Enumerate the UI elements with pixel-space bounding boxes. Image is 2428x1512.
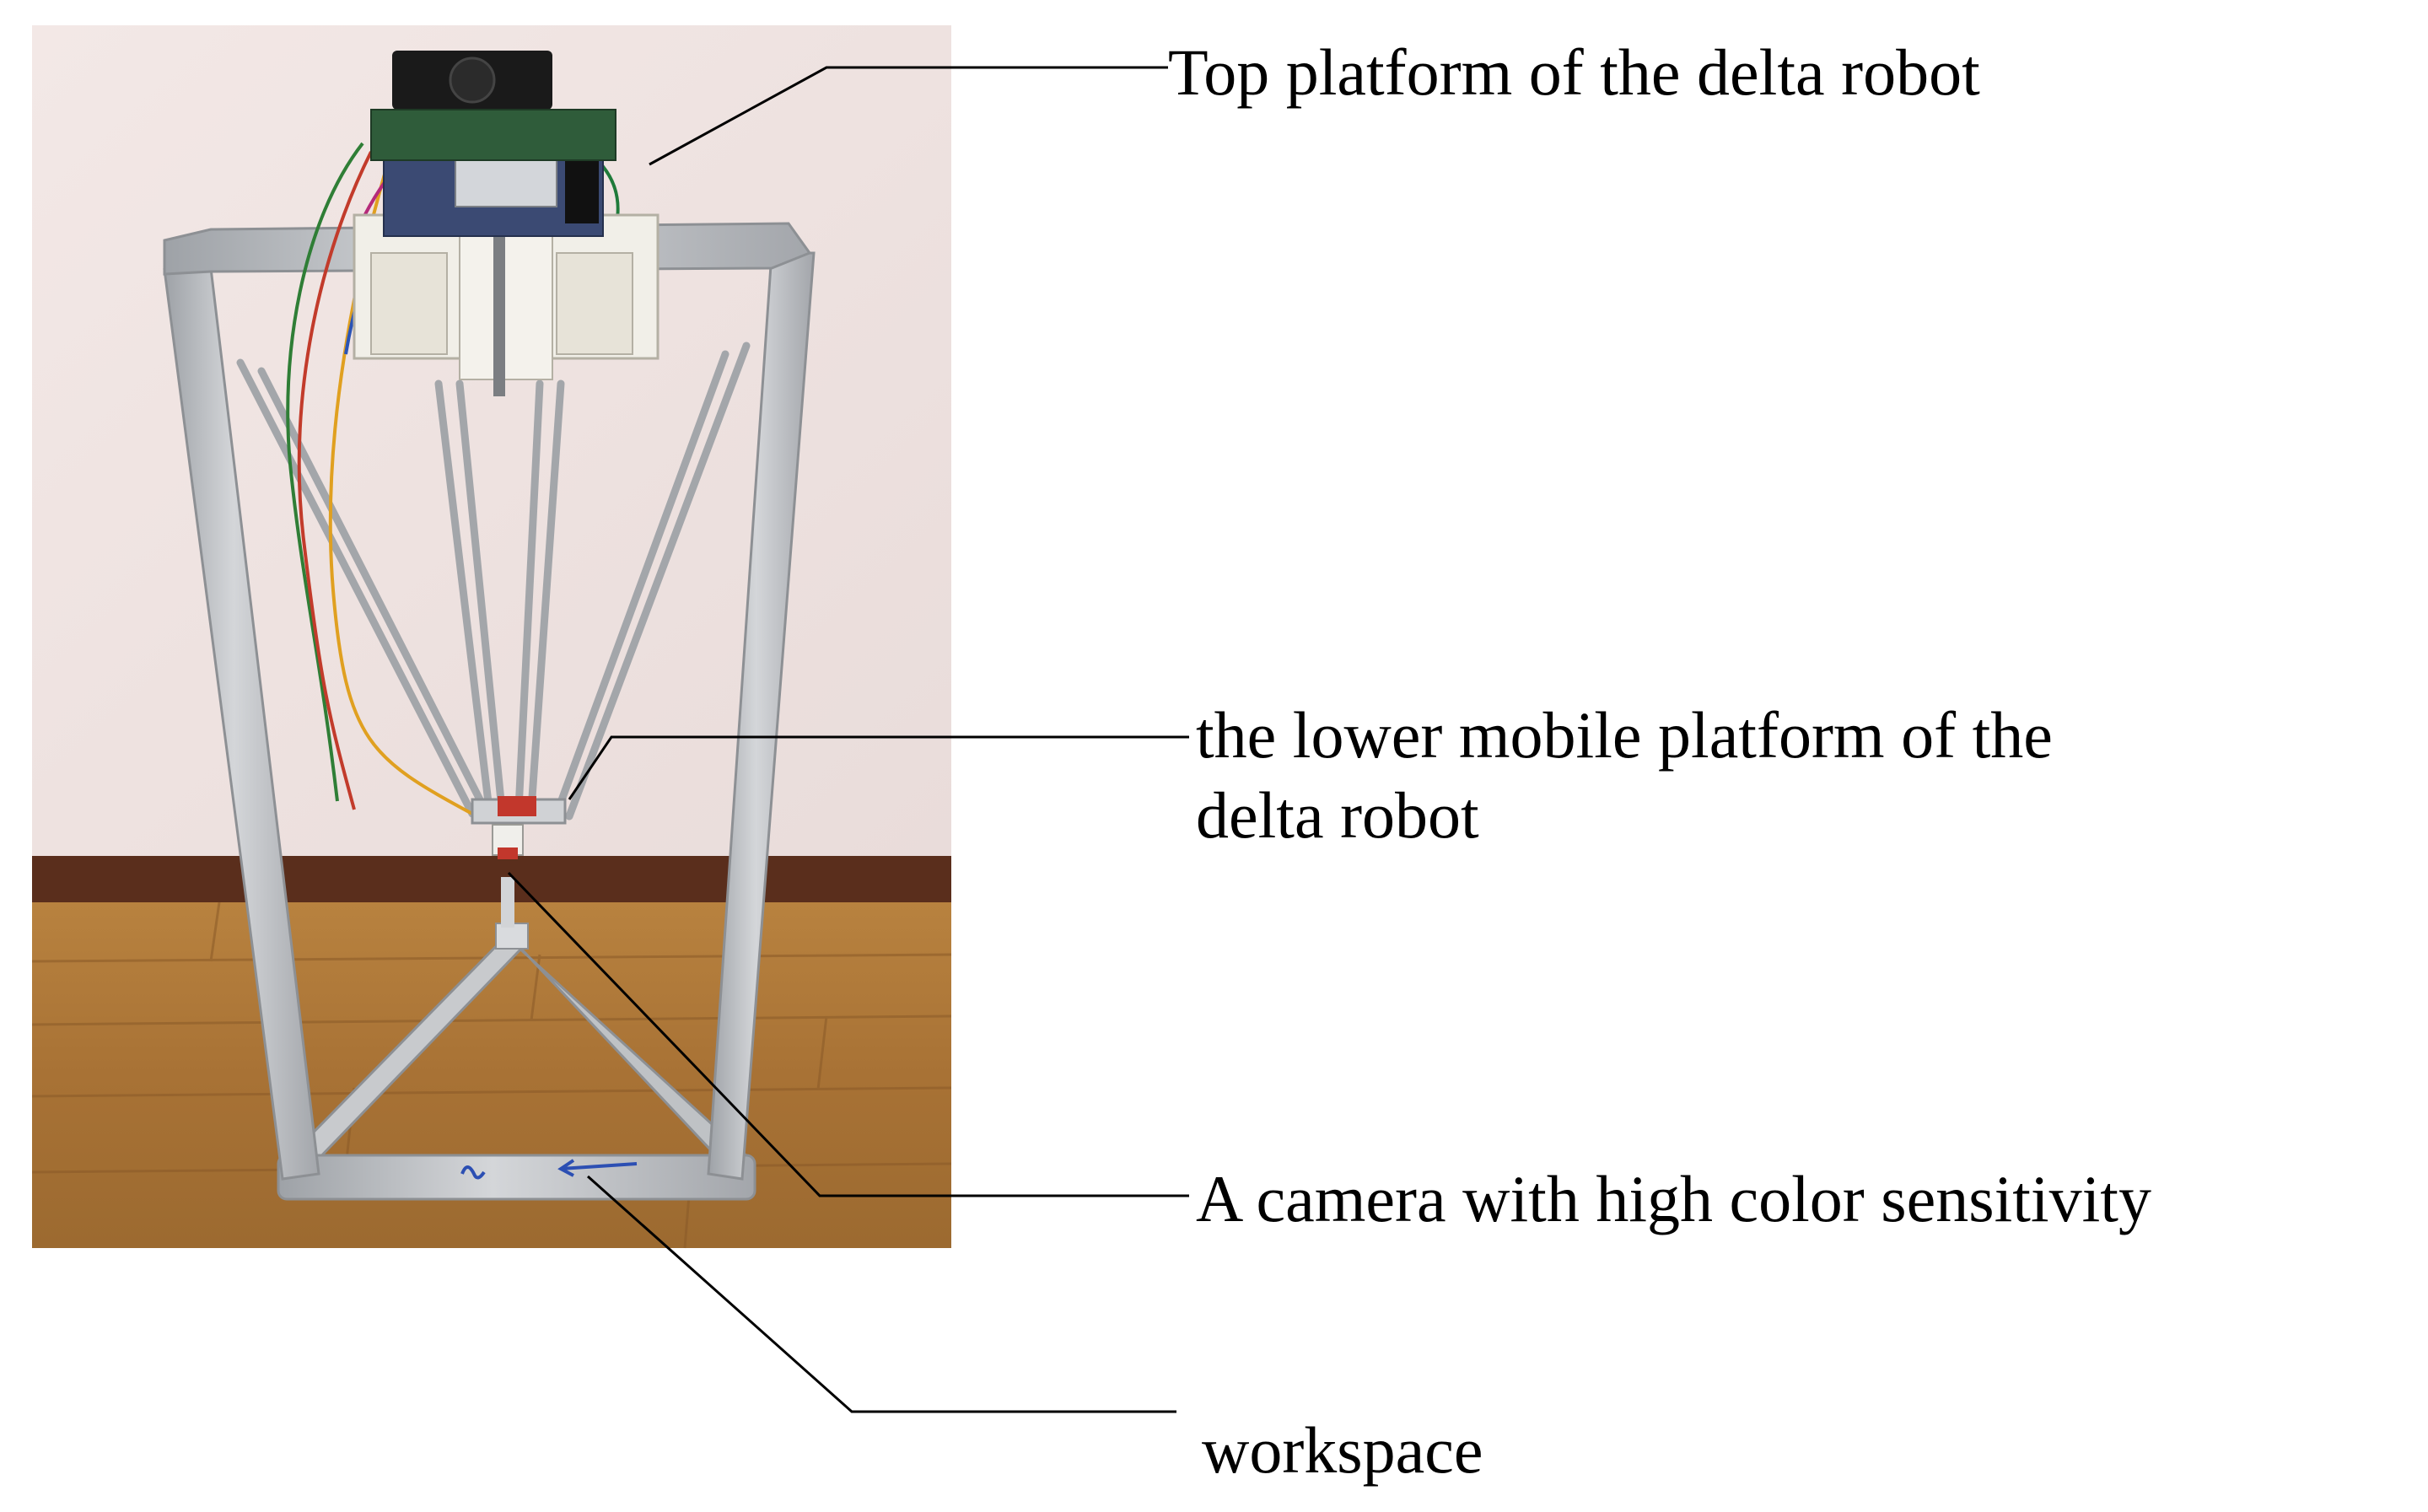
leader-workspace	[587, 1175, 1176, 1413]
label-top-platform: Top platform of the delta robot	[1168, 35, 1980, 109]
camera	[492, 824, 524, 928]
label-lower-platform-line2: delta robot	[1196, 778, 1479, 853]
leader-top-platform	[649, 66, 1168, 166]
workspace-arrow	[460, 1159, 638, 1180]
leader-lines	[507, 66, 1189, 1413]
parallel-arms	[236, 342, 751, 821]
label-camera: A camera with high color sensitivity	[1196, 1162, 2151, 1235]
label-lower-platform-line1: the lower mobile platform of the	[1196, 698, 2053, 772]
base-frame	[277, 923, 756, 1201]
leader-lower-platform	[568, 735, 1189, 800]
label-lower-platform: the lower mobile platform of the delta r…	[1196, 695, 2053, 855]
lower-platform	[471, 796, 567, 825]
leader-camera	[507, 871, 1189, 1197]
baseboard	[32, 856, 951, 905]
photograph	[31, 25, 952, 1249]
top-mount	[353, 51, 659, 396]
label-workspace: workspace	[1202, 1413, 1483, 1487]
